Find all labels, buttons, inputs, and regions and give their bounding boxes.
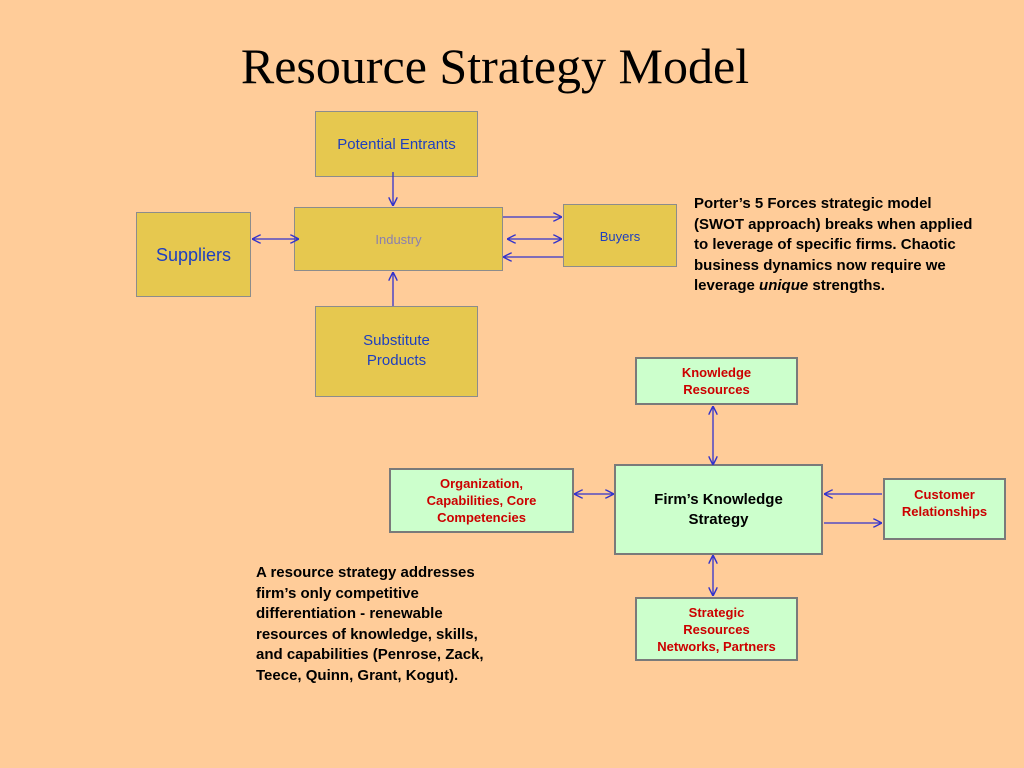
porter-note-text: strengths. [808,277,885,294]
porter-note-line: Porter’s 5 Forces strategic model [694,195,932,212]
organization-line2: Capabilities, Core [426,493,537,508]
resource-note-line: and capabilities (Penrose, Zack, [256,646,484,663]
page-title: Resource Strategy Model [240,38,750,94]
knowledge-resources-box: Knowledge Resources [635,357,798,405]
firms-knowledge-strategy-box: Firm’s Knowledge Strategy [614,464,823,555]
porter-note-line: (SWOT approach) breaks when applied [694,215,973,233]
suppliers-box: Suppliers [136,212,251,297]
porter-note-line: leverage unique strengths. [694,276,1024,297]
buyers-label: Buyers [599,229,641,244]
knowledge-resources-line1: Knowledge [681,365,752,380]
porter-note-text: leverage [694,277,760,294]
porter-note-emphasis: unique [759,277,809,294]
strategic-line3: Networks, Partners [657,638,776,654]
suppliers-label: Suppliers [155,245,232,265]
substitute-label-line1: Substitute [363,332,430,349]
organization-line1: Organization, [439,476,524,491]
knowledge-resources-line2: Resources [683,382,750,397]
industry-label: Industry [375,231,422,247]
porter-note-line: business dynamics now require we [694,256,946,274]
strategic-line1: Strategic [688,604,745,620]
resource-note: A resource strategy addresses firm’s onl… [256,563,556,686]
customer-line2: Relationships [901,504,988,519]
organization-capabilities-box: Organization, Capabilities, Core Compete… [389,468,574,533]
resource-note-line: firm’s only competitive [256,584,419,602]
porter-note-line: to leverage of specific firms. Chaotic [694,236,956,253]
resource-note-line: resources of knowledge, skills, [256,625,478,643]
potential-entrants-label: Potential Entrants [337,135,456,153]
buyers-box: Buyers [563,204,677,267]
organization-line3: Competencies [437,510,526,525]
strategic-resources-box: Strategic Resources Networks, Partners [635,597,798,661]
firm-strategy-line1: Firm’s Knowledge [654,490,783,508]
porter-note: Porter’s 5 Forces strategic model (SWOT … [694,194,1024,297]
industry-box: Industry [294,207,503,271]
substitute-products-box: Substitute Products [315,306,478,397]
strategic-line2: Resources [683,621,750,637]
firm-strategy-line2: Strategy [688,510,749,528]
substitute-label-line2: Products [366,352,427,369]
resource-note-line: A resource strategy addresses [256,564,475,581]
resource-note-line: differentiation - renewable [256,605,443,622]
customer-relationships-box: Customer Relationships [883,478,1006,540]
resource-note-line: Teece, Quinn, Grant, Kogut). [256,666,459,684]
potential-entrants-box: Potential Entrants [315,111,478,177]
customer-line1: Customer [914,487,975,502]
